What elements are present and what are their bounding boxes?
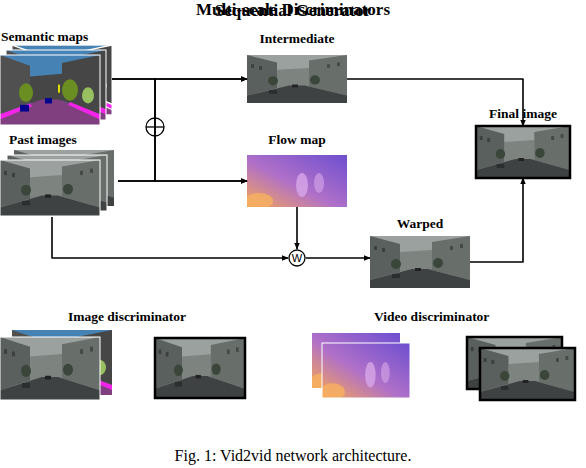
arrow-connector [52,217,288,258]
arrow-connector [112,78,247,80]
node-label: Past images [9,132,129,148]
frame-area [0,150,118,217]
node-label: Final image [466,106,580,122]
image-frame: Warped [370,236,470,288]
arrow-connector [112,79,247,181]
caption: Fig. 1: Vid2vid network architecture. [0,447,586,465]
node-label: Warped [370,216,470,232]
frame-area [370,236,470,288]
node-label: Intermediate [237,31,357,47]
image-frame: Final image [476,126,570,178]
frame-area [0,45,112,125]
image-frame: Intermediate [247,55,347,103]
warp-circle: W [288,249,306,267]
node-label: Semantic maps [1,29,141,45]
image-stack: Semantic maps [0,45,112,125]
node-symbol-text: W [288,249,306,267]
frame-area [476,126,570,178]
node-label: Flow map [237,132,357,148]
section-label: Image discriminator [68,309,186,325]
frame-area [247,155,347,207]
frame-area [247,55,347,103]
arrow-connector [118,79,247,181]
section-label: Video discriminator [374,309,489,325]
arrow-connector [118,180,247,182]
section-heading: Multi-scale Discriminators [0,0,586,20]
arrow-connector [296,207,298,249]
image-stack: Past images [0,150,118,217]
flow-map-frame: Flow map [247,155,347,207]
arrow-connector [470,178,523,262]
arrow-connector [306,257,370,259]
